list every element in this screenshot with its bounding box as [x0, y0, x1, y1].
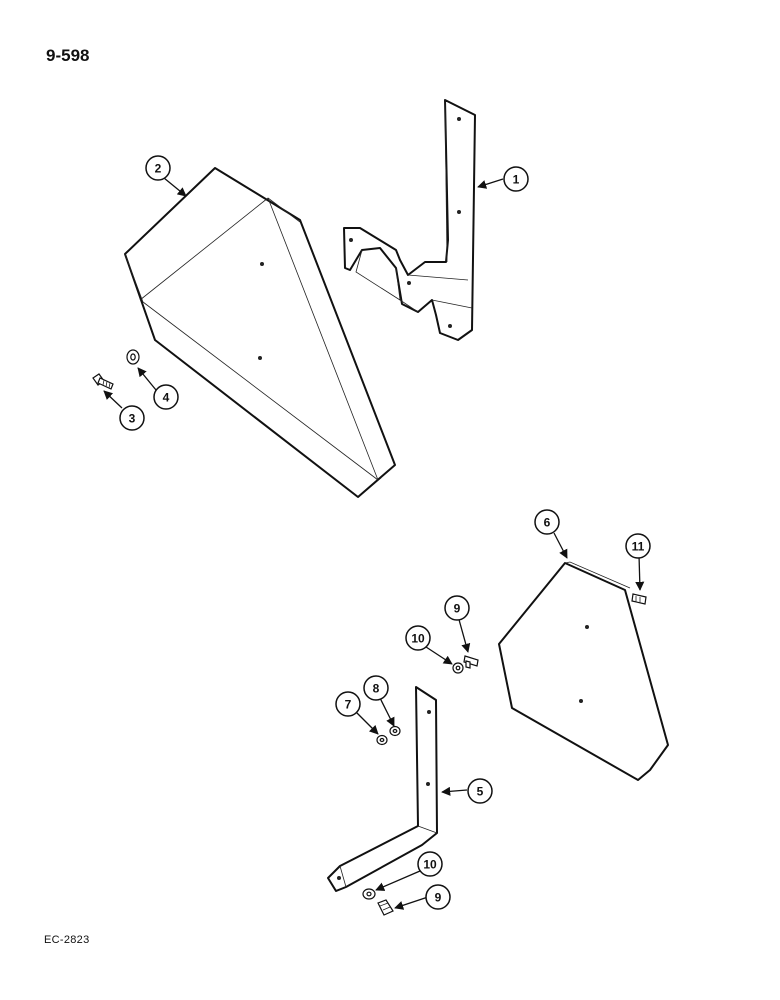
callout-5: 5 — [467, 778, 493, 804]
callout-7-label: 7 — [345, 698, 352, 712]
callout-10-upper: 10 — [405, 625, 431, 651]
callout-4: 4 — [153, 384, 179, 410]
part-screw-3 — [92, 373, 114, 390]
callout-8: 8 — [363, 675, 389, 701]
callout-5-label: 5 — [477, 785, 484, 799]
part-bracket-5 — [327, 686, 438, 892]
callout-9-upper: 9 — [444, 595, 470, 621]
callout-9-lower-label: 9 — [435, 891, 442, 905]
callout-7: 7 — [335, 691, 361, 717]
callout-3: 3 — [119, 405, 145, 431]
callout-11: 11 — [625, 533, 651, 559]
callout-6: 6 — [534, 509, 560, 535]
callout-9-upper-label: 9 — [454, 602, 461, 616]
page-number: 9-598 — [46, 46, 90, 65]
leader-lines — [103, 177, 645, 910]
callout-10-lower-label: 10 — [423, 858, 437, 872]
callout-1: 1 — [503, 166, 529, 192]
callout-10-upper-label: 10 — [411, 632, 425, 646]
callout-3-label: 3 — [129, 412, 136, 426]
part-bolt-11 — [631, 593, 647, 605]
part-plate-6 — [498, 561, 669, 781]
part-shield-2 — [124, 167, 396, 498]
part-washer-8 — [389, 725, 401, 737]
part-bracket-1 — [343, 99, 476, 341]
callout-2: 2 — [145, 155, 171, 181]
part-washer-10-upper — [452, 662, 464, 674]
drawing-code: EC-2823 — [44, 934, 90, 946]
callout-6-label: 6 — [544, 516, 551, 530]
callout-1-label: 1 — [513, 173, 520, 187]
callout-10-lower: 10 — [417, 851, 443, 877]
part-washer-4 — [126, 349, 140, 365]
callout-9-lower: 9 — [425, 884, 451, 910]
callout-2-label: 2 — [155, 162, 162, 176]
part-bolt-9-upper — [463, 655, 479, 669]
callout-11-label: 11 — [632, 540, 645, 554]
part-nut-7 — [376, 734, 388, 746]
part-bolt-9-lower — [377, 899, 394, 916]
part-washer-10-lower — [362, 888, 376, 900]
callout-8-label: 8 — [373, 682, 380, 696]
callout-4-label: 4 — [163, 391, 170, 405]
